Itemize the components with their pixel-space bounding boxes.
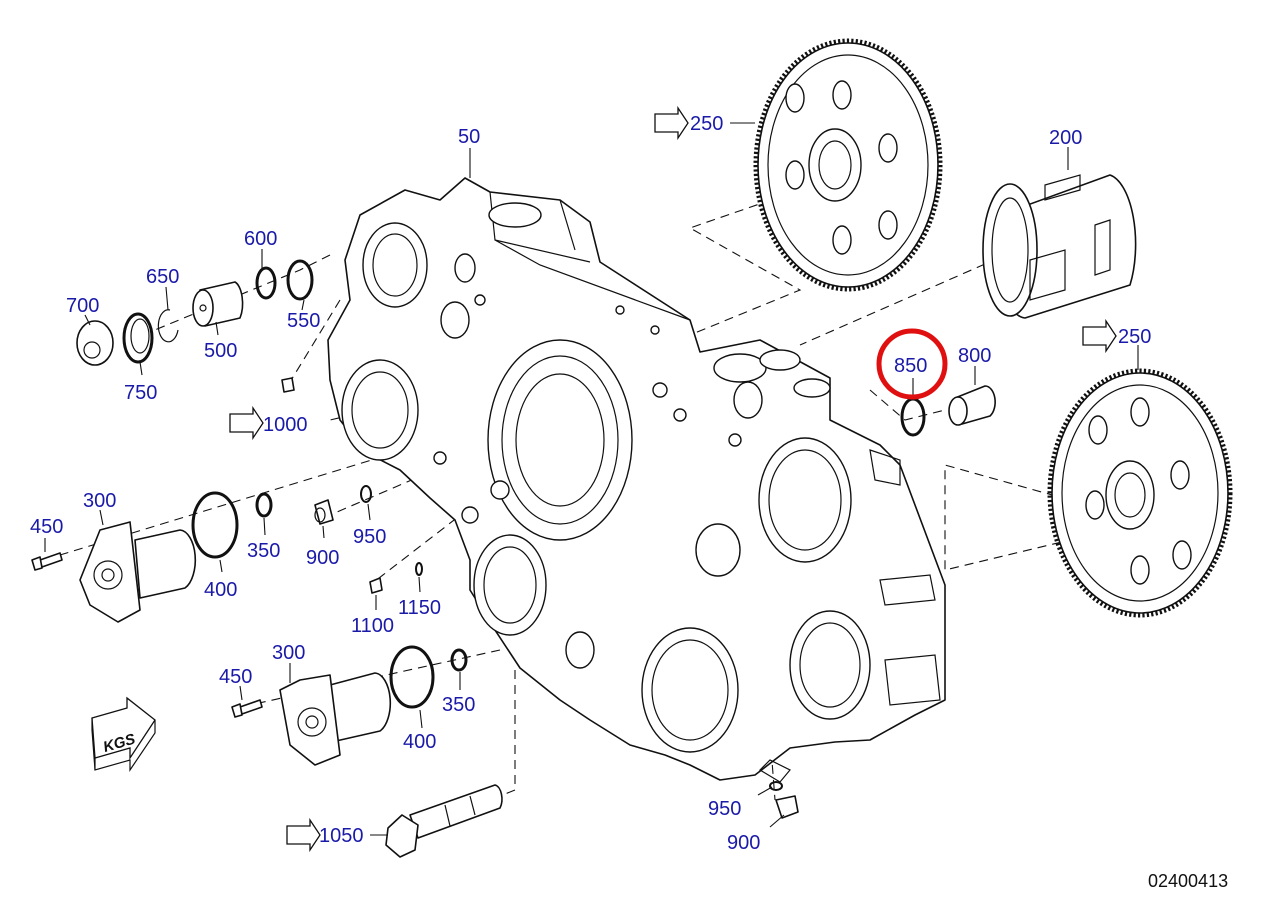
callout-950-lower: 950 (708, 798, 741, 820)
callout-labels: 50 250 200 250 600 650 700 550 500 750 1… (30, 113, 1151, 854)
gear-bushing (982, 174, 1137, 319)
plug-700 (76, 320, 114, 366)
callout-250-lower: 250 (1118, 326, 1151, 348)
valve-500 (192, 281, 244, 327)
o-ring-550 (286, 259, 314, 301)
callout-900-mid: 900 (306, 547, 339, 569)
callout-400-lower: 400 (403, 731, 436, 753)
valve-1050 (385, 784, 503, 858)
o-ring-350-lower (450, 648, 468, 672)
reference-arrow-icon (654, 105, 689, 141)
cover-300-lower (279, 672, 392, 766)
plug-900-mid (314, 499, 334, 525)
callout-200: 200 (1049, 127, 1082, 149)
plug-800 (948, 385, 996, 426)
callout-500: 500 (204, 340, 237, 362)
callout-300-lower: 300 (272, 642, 305, 664)
callout-350-upper: 350 (247, 540, 280, 562)
idler-gear-upper (753, 38, 943, 292)
callout-250-upper: 250 (690, 113, 723, 135)
kgs-direction-arrow-icon: KGS (91, 696, 156, 772)
seal-ring-750 (122, 312, 154, 364)
bolt-450-lower (231, 699, 263, 718)
callout-950-mid: 950 (353, 526, 386, 548)
document-number: 02400413 (1148, 871, 1228, 891)
callout-1000: 1000 (263, 414, 308, 436)
callout-650: 650 (146, 266, 179, 288)
callout-550: 550 (287, 310, 320, 332)
washer-950-lower (769, 781, 783, 791)
callout-450-lower: 450 (219, 666, 252, 688)
callout-300-upper: 300 (83, 490, 116, 512)
reference-arrow-icon (229, 405, 264, 441)
callout-400-upper: 400 (204, 579, 237, 601)
callout-1050: 1050 (319, 825, 364, 847)
o-ring-350-upper (255, 492, 273, 518)
gear-housing-body (327, 177, 946, 783)
snap-ring-650 (157, 309, 179, 343)
callout-700: 700 (66, 295, 99, 317)
o-ring-600 (255, 266, 277, 300)
callout-900-lower: 900 (727, 832, 760, 854)
idler-gear-lower (1047, 368, 1233, 618)
callout-450-upper: 450 (30, 516, 63, 538)
callout-1100: 1100 (351, 615, 394, 637)
callout-50: 50 (458, 126, 480, 148)
callout-600: 600 (244, 228, 277, 250)
reference-arrow-icon (286, 817, 321, 853)
callout-1150: 1150 (398, 597, 441, 619)
callout-800: 800 (958, 345, 991, 367)
callout-850: 850 (894, 355, 927, 377)
screw-1000 (281, 377, 295, 393)
callout-350-lower: 350 (442, 694, 475, 716)
highlight-circle (876, 328, 948, 400)
o-ring-400-lower (389, 645, 435, 709)
reference-arrow-icon (1082, 318, 1117, 354)
cover-300-upper (79, 521, 197, 623)
plug-900-lower (775, 795, 799, 819)
washer-950-mid (360, 485, 372, 503)
callout-750: 750 (124, 382, 157, 404)
o-ring-400-upper (191, 491, 239, 559)
screw-1100 (369, 577, 383, 594)
washer-1150 (415, 562, 423, 576)
seal-ring-850 (900, 397, 926, 437)
bolt-450-upper (31, 552, 63, 571)
